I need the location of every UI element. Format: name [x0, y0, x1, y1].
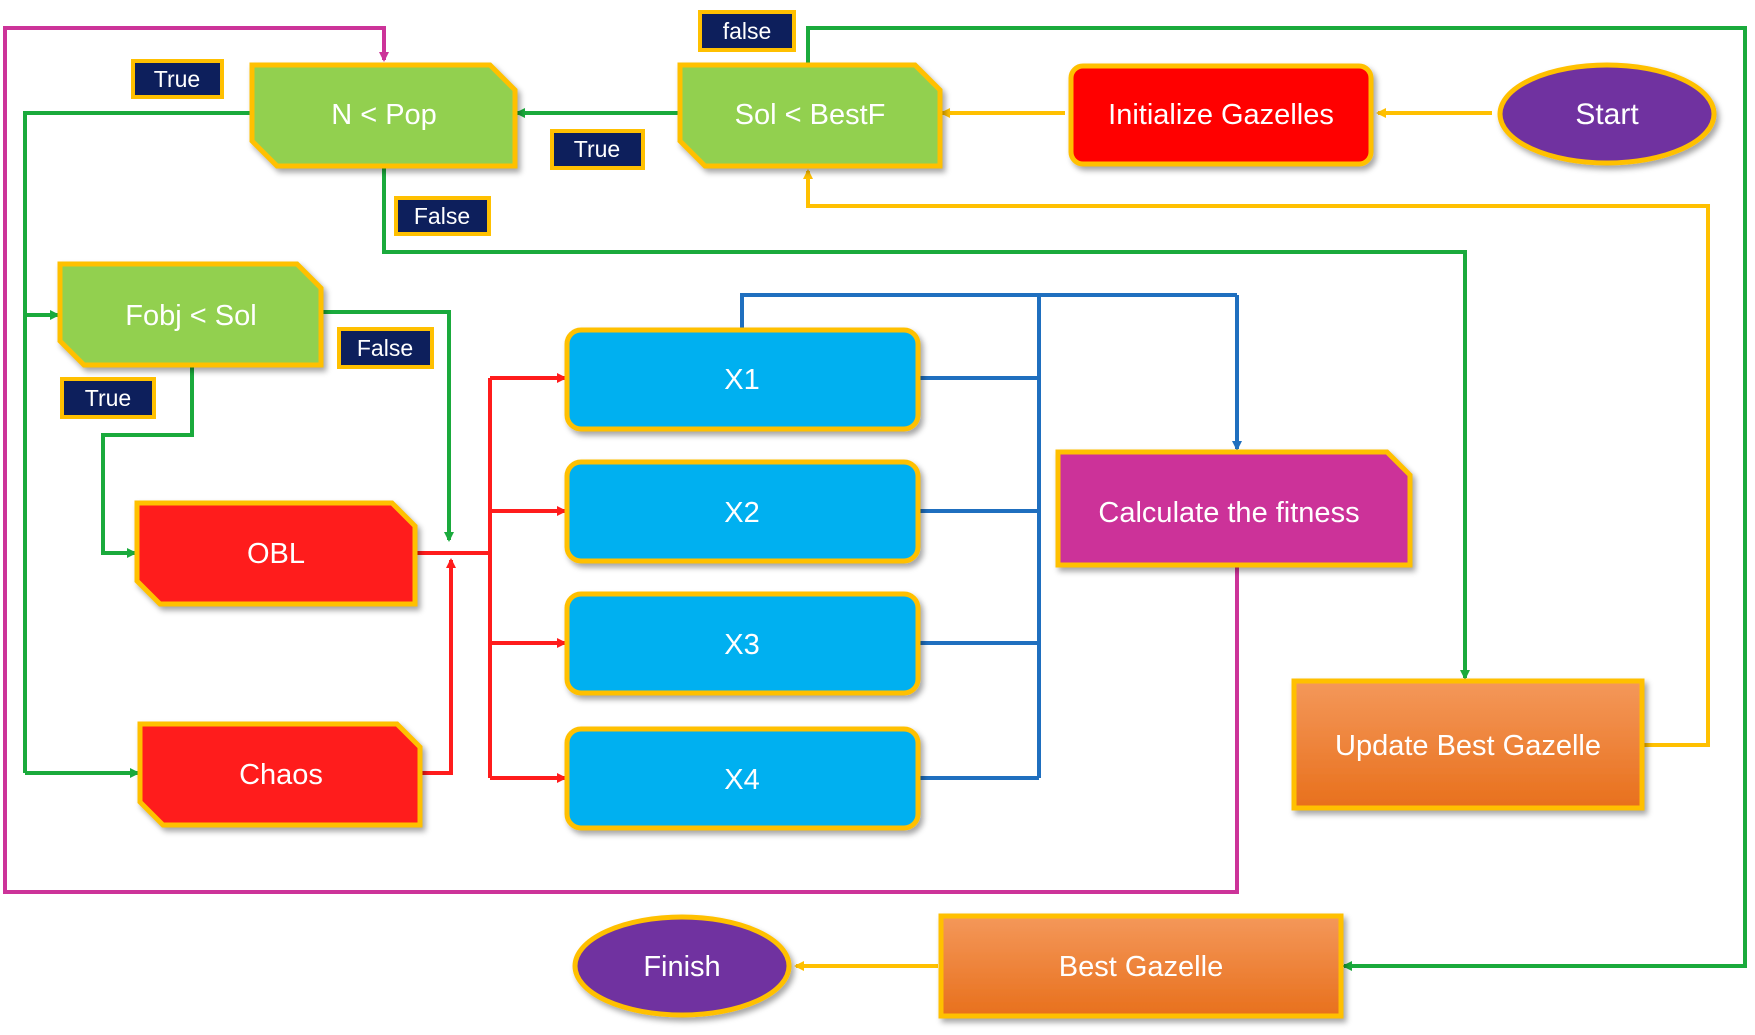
chaos-node[interactable]: Chaos [137, 721, 423, 828]
arrow-fobj-true-to-obl [101, 363, 194, 558]
true-label-sol: True [550, 129, 645, 170]
chaos-label: Chaos [239, 759, 323, 791]
calculate-fitness-node[interactable]: Calculate the fitness [1055, 449, 1413, 568]
initialize-gazelles-node[interactable]: Initialize Gazelles [1068, 63, 1374, 167]
svg-text:True: True [154, 66, 200, 92]
arrow-fobj-false-to-junction [321, 310, 454, 542]
false-label-npop: False [394, 196, 491, 236]
x3-node[interactable]: X3 [564, 591, 921, 696]
true-label-npop: True [131, 59, 224, 99]
fobj-sol-decision[interactable]: Fobj < Sol [57, 261, 324, 368]
update-best-gazelle-label: Update Best Gazelle [1335, 730, 1601, 762]
sol-bestf-label: Sol < BestF [735, 99, 886, 131]
x2-label: X2 [724, 497, 759, 529]
best-gazelle-label: Best Gazelle [1059, 951, 1223, 983]
arrow-fitness-to-npop [3, 26, 1239, 894]
obl-node[interactable]: OBL [134, 500, 418, 607]
x1-node[interactable]: X1 [564, 327, 921, 432]
obl-label: OBL [247, 538, 305, 570]
n-pop-decision[interactable]: N < Pop [249, 62, 518, 169]
calculate-fitness-label: Calculate the fitness [1098, 497, 1359, 529]
true-label-fobj: True [60, 377, 156, 419]
false-label-top: false [698, 10, 796, 52]
connectors [3, 26, 1747, 971]
x3-label: X3 [724, 629, 759, 661]
sol-bestf-decision[interactable]: Sol < BestF [677, 62, 943, 169]
fobj-sol-label: Fobj < Sol [125, 300, 256, 332]
arrow-update-to-sol [803, 169, 1710, 747]
svg-text:false: false [723, 18, 772, 44]
arrow-npop-true-bus [23, 111, 252, 773]
x4-node[interactable]: X4 [564, 726, 921, 831]
finish-label: Finish [643, 951, 720, 983]
svg-text:False: False [357, 335, 413, 361]
update-best-gazelle-node[interactable]: Update Best Gazelle [1291, 678, 1645, 811]
start-terminal[interactable]: Start [1497, 62, 1717, 166]
best-gazelle-node[interactable]: Best Gazelle [938, 913, 1344, 1019]
svg-text:False: False [414, 203, 470, 229]
arrow-sol-false-to-best [806, 26, 1747, 971]
n-pop-label: N < Pop [331, 99, 437, 131]
svg-text:True: True [85, 385, 131, 411]
initialize-gazelles-label: Initialize Gazelles [1108, 99, 1334, 131]
blue-x1-top [740, 293, 1237, 329]
arrow-npop-false-to-update [382, 164, 1470, 680]
x4-label: X4 [724, 764, 759, 796]
false-label-fobj: False [337, 327, 434, 369]
x2-node[interactable]: X2 [564, 459, 921, 564]
svg-text:True: True [574, 136, 620, 162]
start-label: Start [1575, 98, 1639, 131]
x1-label: X1 [724, 364, 759, 396]
finish-terminal[interactable]: Finish [572, 914, 792, 1018]
arrow-chaos-to-junction [420, 558, 456, 775]
